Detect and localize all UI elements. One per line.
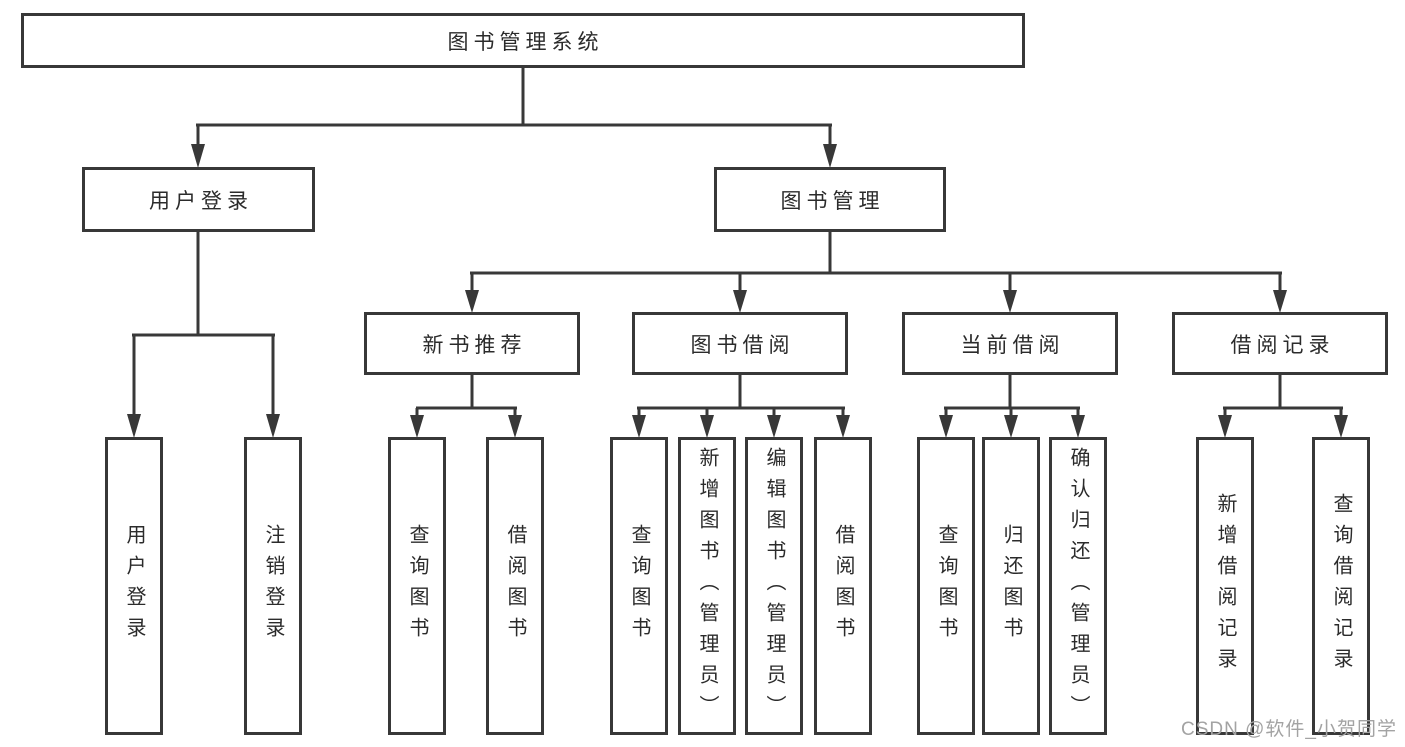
node-borrow-records: 借阅记录 [1172,312,1388,375]
leaf-borrowing-edit-books-admin: 编辑图书（管理员） [745,437,803,735]
leaf-current-return-books: 归还图书 [982,437,1040,735]
node-label: 确认归还（管理员） [1067,446,1089,726]
node-label: 当前借阅 [960,333,1065,357]
node-label: 借阅图书 [504,524,526,648]
node-label: 查询图书 [935,524,957,648]
node-label: 查询图书 [628,524,650,648]
node-label: 图书借阅 [690,333,795,357]
leaf-borrowing-add-books-admin: 新增图书（管理员） [678,437,736,735]
node-label: 编辑图书（管理员） [763,446,785,726]
node-book-borrowing: 图书借阅 [632,312,848,375]
node-label: 查询借阅记录 [1330,493,1352,679]
leaf-newbook-borrow-books: 借阅图书 [486,437,544,735]
leaf-records-add-record: 新增借阅记录 [1196,437,1254,735]
node-label: 图书管理系统 [447,30,604,54]
leaf-borrowing-query-books: 查询图书 [610,437,668,735]
connector-level3-branches [410,375,1348,438]
leaf-user-login: 用户登录 [105,437,163,735]
node-label: 新增借阅记录 [1214,493,1236,679]
connector-root-branch [191,68,837,168]
node-label: 用户登录 [123,524,145,648]
node-current-borrowing: 当前借阅 [902,312,1118,375]
leaf-current-query-books: 查询图书 [917,437,975,735]
connector-user-login-branch [127,232,280,438]
node-label: 归还图书 [1000,524,1022,648]
leaf-logout: 注销登录 [244,437,302,735]
node-label: 用户登录 [149,189,253,213]
node-book-management: 图书管理 [714,167,946,232]
csdn-watermark: CSDN @软件_小贺同学 [1181,719,1397,740]
leaf-borrowing-borrow-books: 借阅图书 [814,437,872,735]
node-label: 新书推荐 [422,333,527,357]
leaf-current-confirm-return-admin: 确认归还（管理员） [1049,437,1107,735]
node-label: 新增图书（管理员） [696,446,718,726]
node-new-book-recommend: 新书推荐 [364,312,580,375]
connector-book-mgmt-branch [465,232,1287,313]
node-label: 借阅记录 [1230,333,1335,357]
leaf-records-query-record: 查询借阅记录 [1312,437,1370,735]
node-root-system: 图书管理系统 [21,13,1025,68]
node-user-login: 用户登录 [82,167,315,232]
leaf-newbook-query-books: 查询图书 [388,437,446,735]
node-label: 借阅图书 [832,524,854,648]
node-label: 图书管理 [780,189,885,213]
node-label: 注销登录 [262,524,284,648]
node-label: 查询图书 [406,524,428,648]
